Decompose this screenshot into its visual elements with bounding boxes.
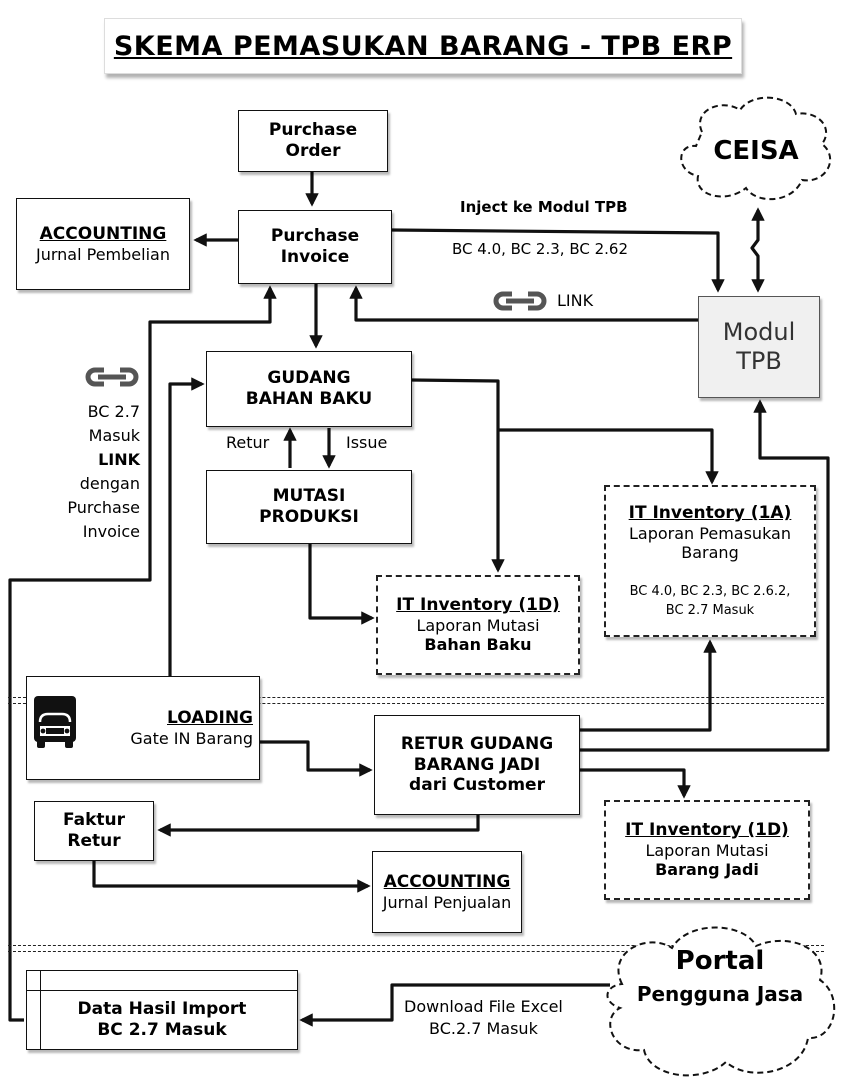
node-line: Laporan Mutasi [416, 615, 540, 635]
table-header-divider [26, 990, 298, 991]
portal-title: Portal [675, 946, 765, 976]
node-codes: BC 2.7 Masuk [665, 603, 755, 618]
edge-gudang-to-it1d [411, 378, 505, 573]
node-heading: IT Inventory (1D) [396, 595, 560, 616]
node-mutasi-produksi[interactable]: MUTASI PRODUKSI [206, 470, 412, 544]
note-line: LINK [98, 450, 140, 469]
portal-subtitle: Pengguna Jasa [636, 982, 804, 1006]
node-faktur-retur[interactable]: Faktur Retur [34, 801, 154, 861]
node-label: PRODUKSI [259, 507, 359, 527]
bc27-link-note: BC 2.7 Masuk LINK dengan Purchase Invoic… [40, 400, 140, 544]
edge-mutasi-to-it1d [308, 540, 375, 625]
edge-retur-to-faktur [157, 814, 480, 837]
node-subtext: Jurnal Penjualan [382, 892, 512, 912]
cloud-portal[interactable] [598, 922, 842, 1085]
node-heading: IT Inventory (1D) [625, 820, 789, 841]
node-line: Laporan Mutasi [645, 840, 769, 860]
edge-retur-to-it1a [580, 639, 717, 732]
node-label: BARANG JADI [413, 754, 541, 775]
node-line: Bahan Baku [424, 635, 532, 655]
node-codes: BC 4.0, BC 2.3, BC 2.6.2, [629, 583, 791, 599]
node-label: BC 2.7 Masuk [97, 1020, 227, 1040]
node-heading: ACCOUNTING [39, 223, 167, 244]
node-label: dari Customer [409, 775, 545, 796]
edge-retur-to-it1d-jadi [580, 768, 691, 799]
node-label: Order [285, 141, 341, 161]
truck-icon [34, 696, 76, 748]
node-label: GUDANG [267, 368, 351, 389]
cloud-ceisa-label: CEISA [713, 136, 799, 166]
node-label: RETUR GUDANG [400, 733, 554, 754]
node-label: Modul [722, 317, 796, 346]
edge-loading-to-gudang [168, 377, 205, 676]
page-title: SKEMA PEMASUKAN BARANG - TPB ERP [113, 30, 733, 62]
edge-pi-inject-modul [391, 228, 725, 293]
note-line: Masuk [88, 426, 140, 445]
edge-portal-to-import [299, 983, 610, 1027]
node-line: Barang [681, 543, 739, 563]
section-divider-loading [8, 697, 824, 704]
edge-label-issue: Issue [346, 433, 388, 452]
table-column-divider [40, 970, 41, 1050]
node-data-hasil-import[interactable]: Data Hasil Import BC 2.7 Masuk [26, 970, 298, 1050]
edge-loading-to-retur [258, 740, 373, 777]
node-accounting-pembelian[interactable]: ACCOUNTING Jurnal Pembelian [16, 198, 190, 290]
edge-retur-to-modul [580, 399, 830, 752]
note-line: Invoice [82, 522, 140, 541]
node-retur-gudang-barang-jadi[interactable]: RETUR GUDANG BARANG JADI dari Customer [374, 715, 580, 815]
node-label: Faktur [62, 810, 125, 831]
node-loading[interactable]: LOADING Gate IN Barang [26, 676, 260, 780]
node-label: Purchase [268, 120, 358, 141]
title-banner: SKEMA PEMASUKAN BARANG - TPB ERP [104, 18, 742, 74]
label-line: BC.2.7 Masuk [429, 1019, 538, 1039]
node-heading: ACCOUNTING [383, 871, 511, 892]
node-modul-tpb[interactable]: Modul TPB [698, 296, 820, 398]
node-line: Laporan Pemasukan [629, 523, 791, 543]
edge-import-to-pi [8, 285, 277, 1022]
node-label: TPB [736, 347, 782, 375]
node-label: Invoice [280, 247, 350, 267]
edge-label-download: Download File Excel BC.2.7 Masuk [404, 996, 563, 1041]
note-line: dengan [79, 474, 140, 493]
label-line: Download File Excel [404, 997, 563, 1016]
edge-modul-link-pi [349, 285, 698, 322]
node-accounting-penjualan[interactable]: ACCOUNTING Jurnal Penjualan [372, 851, 522, 933]
node-it-inventory-1a[interactable]: IT Inventory (1A) Laporan Pemasukan Bara… [604, 485, 816, 637]
node-subtext: Jurnal Pembelian [36, 244, 170, 264]
cloud-portal-label: Portal Pengguna Jasa [620, 946, 820, 1006]
node-label: Retur [67, 831, 121, 851]
node-line: Barang Jadi [655, 860, 759, 880]
node-purchase-order[interactable]: Purchase Order [238, 110, 388, 172]
node-it-inventory-1d-barang-jadi[interactable]: IT Inventory (1D) Laporan Mutasi Barang … [604, 800, 810, 900]
chain-link-icon [85, 367, 139, 387]
section-divider-portal [8, 945, 824, 952]
node-label: Data Hasil Import [77, 999, 247, 1020]
node-purchase-invoice[interactable]: Purchase Invoice [238, 210, 392, 284]
edge-ceisa-modul [750, 207, 765, 293]
node-heading: IT Inventory (1A) [628, 503, 792, 524]
node-heading: LOADING [167, 707, 253, 728]
node-label: BAHAN BAKU [245, 389, 373, 409]
chain-link-icon [493, 291, 547, 311]
cloud-ceisa[interactable] [672, 92, 842, 210]
node-label: Purchase [270, 226, 360, 247]
edge-gudang-to-it1a [498, 428, 719, 485]
edge-faktur-to-accounting [92, 860, 371, 893]
edge-label-retur: Retur [226, 433, 270, 452]
node-subtext: Gate IN Barang [130, 728, 253, 748]
edge-label-inject-codes: BC 4.0, BC 2.3, BC 2.62 [452, 240, 628, 258]
node-it-inventory-1d-bahan-baku[interactable]: IT Inventory (1D) Laporan Mutasi Bahan B… [376, 575, 580, 675]
note-line: BC 2.7 [87, 402, 140, 421]
edge-label-inject: Inject ke Modul TPB [460, 198, 628, 216]
note-line: Purchase [67, 498, 140, 517]
node-gudang-bahan-baku[interactable]: GUDANG BAHAN BAKU [206, 351, 412, 427]
edge-label-link: LINK [557, 291, 594, 310]
node-label: MUTASI [272, 486, 346, 507]
